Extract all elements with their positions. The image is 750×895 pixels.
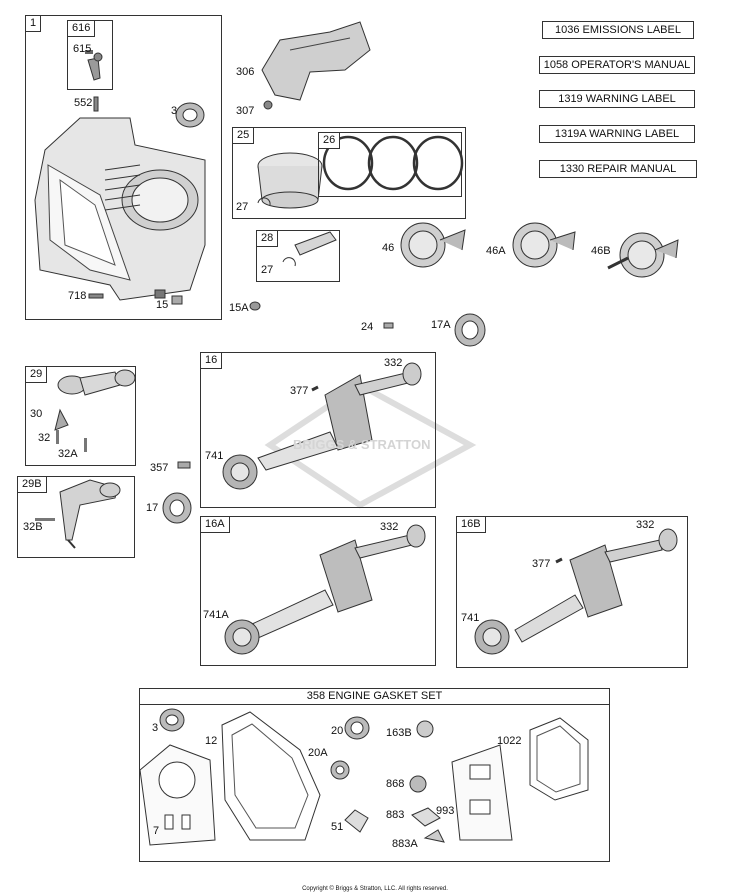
box-616: 616 [67,20,113,90]
gasket-868-label: 868 [386,778,405,790]
part-27b-label: 27 [261,264,274,276]
part-46b-label: 46B [591,245,611,257]
box-16a-tag: 16A [200,516,230,533]
part-27-label: 27 [236,201,249,213]
label-1319: 1319 WARNING LABEL [539,90,695,108]
box-28-tag: 28 [256,230,279,247]
gasket-20a-label: 20A [308,747,328,759]
part-32a-label: 32A [58,448,78,460]
part-15-label: 15 [156,299,169,311]
part-30-label: 30 [30,408,43,420]
gasket-883-label: 883 [386,809,405,821]
part-46a-label: 46A [486,245,506,257]
label-1319a: 1319A WARNING LABEL [539,125,695,143]
label-1036: 1036 EMISSIONS LABEL [542,21,694,39]
part-552-label: 552 [74,97,93,109]
part-16b-332-label: 332 [636,519,655,531]
gasket-set-title: 358 ENGINE GASKET SET [140,689,609,705]
box-29-tag: 29 [25,366,48,383]
part-16-741-label: 741 [205,450,224,462]
box-16b-crankshaft: 16B [456,516,688,668]
part-307-label: 307 [236,105,255,117]
gasket-20-label: 20 [331,725,344,737]
box-16-tag: 16 [200,352,223,369]
part-17a-label: 17A [431,319,451,331]
part-16a-741a-label: 741A [203,609,229,621]
box-29b-tag: 29B [17,476,47,493]
gasket-12-label: 12 [205,735,218,747]
part-16-377-label: 377 [290,385,309,397]
part-3-label: 3 [171,105,178,117]
watermark-text: BRIGGS & STRATTON [293,437,431,452]
part-24-label: 24 [361,321,374,333]
box-25-tag: 25 [232,127,255,144]
part-16b-741-label: 741 [461,612,480,624]
gasket-3-label: 3 [152,722,159,734]
box-16a-crankshaft: 16A [200,516,436,666]
box-26-rings: 26 [318,132,462,197]
box-25-piston: 25 [232,127,466,219]
copyright-text: Copyright © Briggs & Stratton, LLC. All … [302,886,448,892]
part-32-label: 32 [38,432,51,444]
label-1058: 1058 OPERATOR'S MANUAL [539,56,695,74]
box-29-rod: 29 [25,366,136,466]
part-16b-377-label: 377 [532,558,551,570]
part-16a-332-label: 332 [380,521,399,533]
part-718-label: 718 [68,290,87,302]
part-16-332-label: 332 [384,357,403,369]
part-15a-label: 15A [229,302,249,314]
gasket-1022-label: 1022 [497,735,522,747]
box-1-tag: 1 [25,15,42,32]
part-357-label: 357 [150,462,169,474]
part-17-label: 17 [146,502,159,514]
box-16-crankshaft: 16 [200,352,436,508]
box-616-tag: 616 [67,20,96,37]
label-1330: 1330 REPAIR MANUAL [539,160,697,178]
part-32b-label: 32B [23,521,43,533]
box-29b-rod: 29B [17,476,135,558]
box-26-tag: 26 [318,132,341,149]
gasket-7-label: 7 [153,825,160,837]
gasket-163b-label: 163B [386,727,412,739]
part-306-label: 306 [236,66,255,78]
box-28-pin: 28 [256,230,340,282]
gasket-883a-label: 883A [392,838,418,850]
box-16b-tag: 16B [456,516,486,533]
box-358-gasket-set: 358 ENGINE GASKET SET [139,688,610,862]
box-1-cylinder: 1 [25,15,222,320]
part-46-label: 46 [382,242,395,254]
gasket-51-label: 51 [331,821,344,833]
part-615-label: 615 [73,43,92,55]
gasket-993-label: 993 [436,805,455,817]
